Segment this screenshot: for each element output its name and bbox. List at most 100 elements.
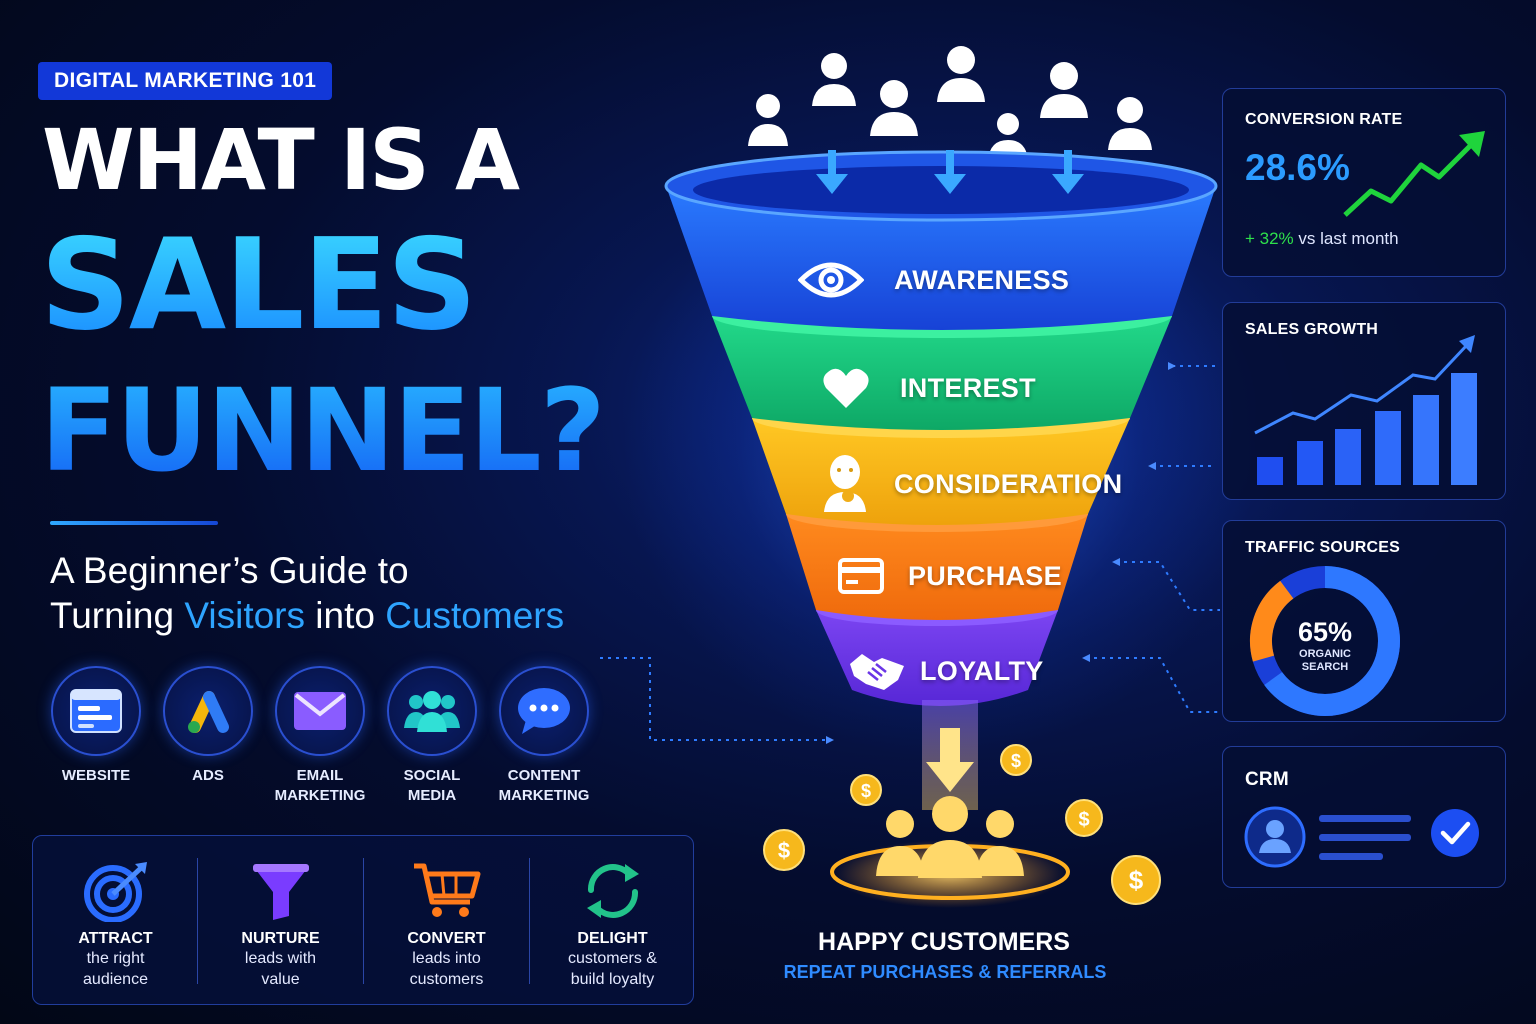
subtitle-line-1: A Beginner’s Guide to (50, 550, 409, 591)
svg-text:$: $ (1011, 751, 1021, 771)
browser-window-icon (51, 666, 141, 756)
channel-label: SOCIAL (403, 767, 461, 784)
funnel-stage-interest (712, 316, 1172, 430)
headline-line-3: FUNNEL? (40, 364, 606, 497)
crm-record (1244, 806, 1479, 868)
person-icon (812, 53, 856, 106)
traffic-label-2: SEARCH (1301, 661, 1349, 673)
subtitle-mid: into (315, 595, 375, 636)
step-desc-2: value (261, 971, 300, 988)
growth-bar (1297, 441, 1323, 485)
step-nurture: NURTURE leads with value (198, 836, 363, 1006)
handshake-icon (850, 654, 904, 690)
subtitle-line-2: Turning Visitors into Customers (50, 593, 564, 638)
donut-segment-organic (1250, 566, 1400, 716)
conversion-rate-panel: CONVERSION RATE 28.6% + 32% vs last mont… (1222, 88, 1506, 277)
checkmark-icon (1431, 809, 1479, 857)
step-desc-1: the right (86, 950, 145, 967)
down-arrow-icon (926, 728, 974, 792)
panel-title: TRAFFIC SOURCES (1245, 539, 1400, 556)
coin-icon: $ (1065, 799, 1103, 837)
step-desc-1: customers & (568, 950, 657, 967)
conversion-delta: + 32% vs last month (1245, 229, 1399, 249)
channel-ads[interactable]: ADS (160, 666, 256, 786)
conversion-delta-suffix: vs last month (1298, 229, 1399, 248)
traffic-donut-chart (1250, 566, 1400, 716)
channel-social-media[interactable]: SOCIAL MEDIA (384, 666, 480, 806)
thinking-person-icon (824, 455, 866, 512)
chat-bubble-icon (499, 666, 589, 756)
growth-bar (1257, 457, 1283, 485)
stage-loyalty: LOYALTY (848, 650, 1044, 692)
stage-label: AWARENESS (894, 264, 1070, 295)
step-title: NURTURE (241, 930, 320, 947)
sales-funnel (664, 150, 1218, 706)
channel-website[interactable]: WEBSITE (48, 666, 144, 786)
subtitle: A Beginner’s Guide to Turning Visitors i… (50, 548, 564, 638)
credit-card-icon (838, 558, 884, 594)
coin-icon: $ (763, 829, 805, 871)
shopping-cart-icon (364, 836, 529, 922)
visitors-group (748, 46, 1152, 160)
step-attract: ATTRACT the right audience (33, 836, 198, 1006)
subtitle-highlight-visitors: Visitors (184, 595, 306, 636)
stage-awareness: AWARENESS (798, 258, 1069, 302)
panel-title: CRM (1245, 769, 1289, 790)
crm-panel: CRM (1222, 746, 1506, 888)
happy-customers-graphic: $ $ $ $ $ (763, 700, 1161, 908)
coin-icon: $ (850, 774, 882, 806)
step-desc-2: customers (409, 971, 484, 988)
trend-up-arrow-icon (1343, 131, 1485, 217)
funnel-stage-awareness (666, 186, 1216, 330)
stage-interest: INTEREST (822, 366, 1036, 410)
coin-icon: $ (1111, 855, 1161, 905)
subtitle-highlight-customers: Customers (385, 595, 565, 636)
svg-text:$: $ (1129, 865, 1144, 895)
traffic-sources-panel: TRAFFIC SOURCES 65% ORGANIC SEARCH (1222, 520, 1506, 722)
stage-purchase: PURCHASE (838, 558, 1062, 594)
stage-consideration: CONSIDERATION (822, 454, 1122, 514)
donut-center: 65% ORGANIC SEARCH (1275, 617, 1375, 674)
traffic-value: 65% (1297, 617, 1353, 647)
category-tag: DIGITAL MARKETING 101 (38, 62, 333, 100)
step-desc-2: build loyalty (570, 971, 655, 988)
step-title: ATTRACT (78, 930, 153, 947)
sales-growth-chart (1254, 335, 1477, 485)
ads-logo-icon (163, 666, 253, 756)
panel-title: CONVERSION RATE (1245, 111, 1403, 128)
step-desc-1: leads into (412, 950, 481, 967)
person-icon (1040, 62, 1088, 118)
person-icon (1108, 97, 1152, 150)
step-title: DELIGHT (577, 930, 648, 947)
step-title: CONVERT (407, 930, 486, 947)
svg-text:$: $ (861, 781, 871, 801)
svg-text:$: $ (1078, 809, 1089, 831)
people-group-icon (387, 666, 477, 756)
headline-underline (50, 521, 218, 525)
person-icon (748, 94, 788, 146)
channel-label-2: MARKETING (498, 787, 590, 804)
conversion-delta-value: + 32% (1245, 229, 1294, 248)
headline-line-2: SALES (40, 211, 477, 358)
growth-bar (1335, 429, 1361, 485)
customers-group-icon (876, 796, 1024, 878)
user-avatar-icon (1244, 806, 1306, 868)
happy-customers-title: HAPPY CUSTOMERS (818, 928, 1070, 956)
step-divider (363, 858, 364, 984)
person-icon (937, 46, 985, 102)
step-divider (529, 858, 530, 984)
connector-lines (600, 362, 1220, 744)
step-convert: CONVERT leads into customers (364, 836, 529, 1006)
coin-icon: $ (1000, 744, 1032, 776)
channel-label-2: MEDIA (407, 787, 457, 804)
person-icon (870, 80, 918, 136)
svg-text:$: $ (778, 838, 790, 863)
heart-icon (823, 368, 869, 408)
subtitle-pre: Turning (50, 595, 175, 636)
step-desc-2: audience (83, 971, 148, 988)
stage-label: PURCHASE (908, 560, 1062, 591)
target-icon (33, 836, 198, 922)
growth-bar (1451, 373, 1477, 485)
